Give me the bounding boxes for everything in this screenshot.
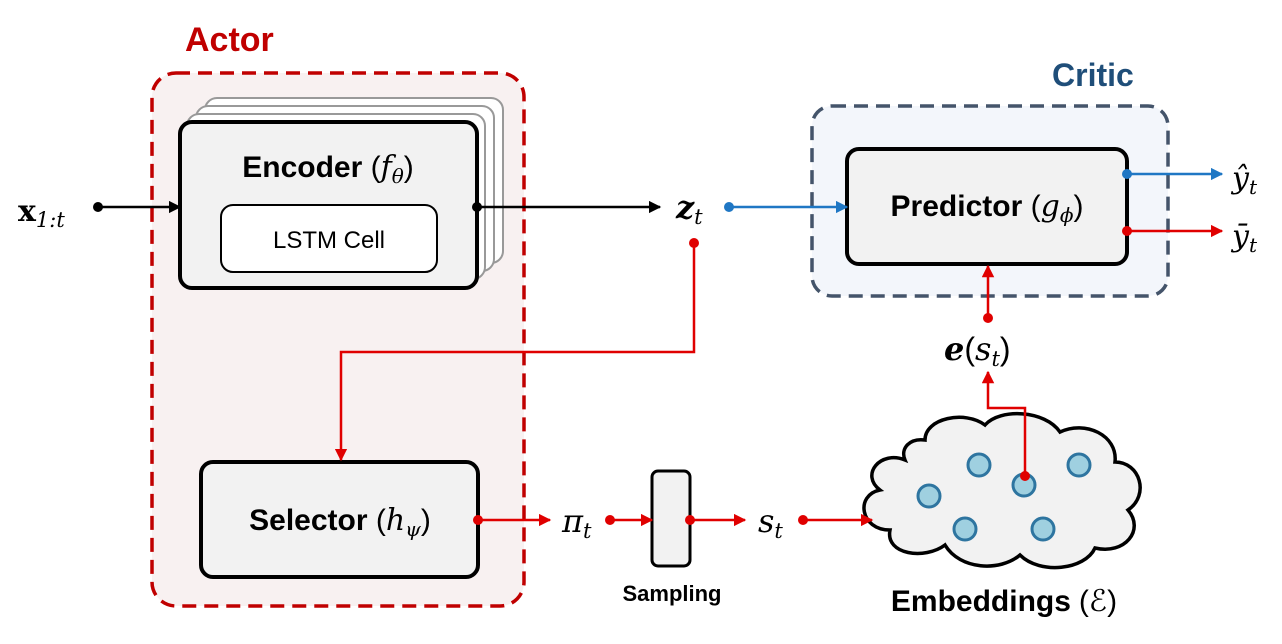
encoder-label: Encoder (fθ) <box>242 150 414 188</box>
ybar-label: ȳt <box>1230 219 1258 257</box>
embedding-point <box>952 516 978 542</box>
z-label: zt <box>675 188 703 229</box>
pi-label: πt <box>561 502 592 543</box>
critic-title: Critic <box>1052 57 1134 93</box>
embedding-point <box>1066 452 1092 478</box>
embedding-point <box>916 483 942 509</box>
actor-title: Actor <box>185 21 274 59</box>
sampling-label: Sampling <box>622 581 721 606</box>
e-label: e(st) <box>944 330 1011 371</box>
z-to-selector-arrow <box>334 243 696 462</box>
lstm-cell-label: LSTM Cell <box>273 227 385 254</box>
embeddings-cloud <box>862 412 1142 570</box>
selector-label: Selector (hψ) <box>249 503 431 541</box>
sampling-box <box>650 469 692 568</box>
x-input-label: x1:t <box>18 194 65 232</box>
embeddings-label: Embeddings(ℰ) <box>891 585 1117 618</box>
yhat-label: ŷt <box>1230 161 1258 199</box>
s-label: st <box>758 502 783 543</box>
lstm-cell-box <box>220 204 438 273</box>
embedding-point <box>1030 516 1056 542</box>
embedding-point <box>966 452 992 478</box>
predictor-label: Predictor (gϕ) <box>891 189 1084 227</box>
embeddings-to-e-arrow <box>981 370 1027 476</box>
